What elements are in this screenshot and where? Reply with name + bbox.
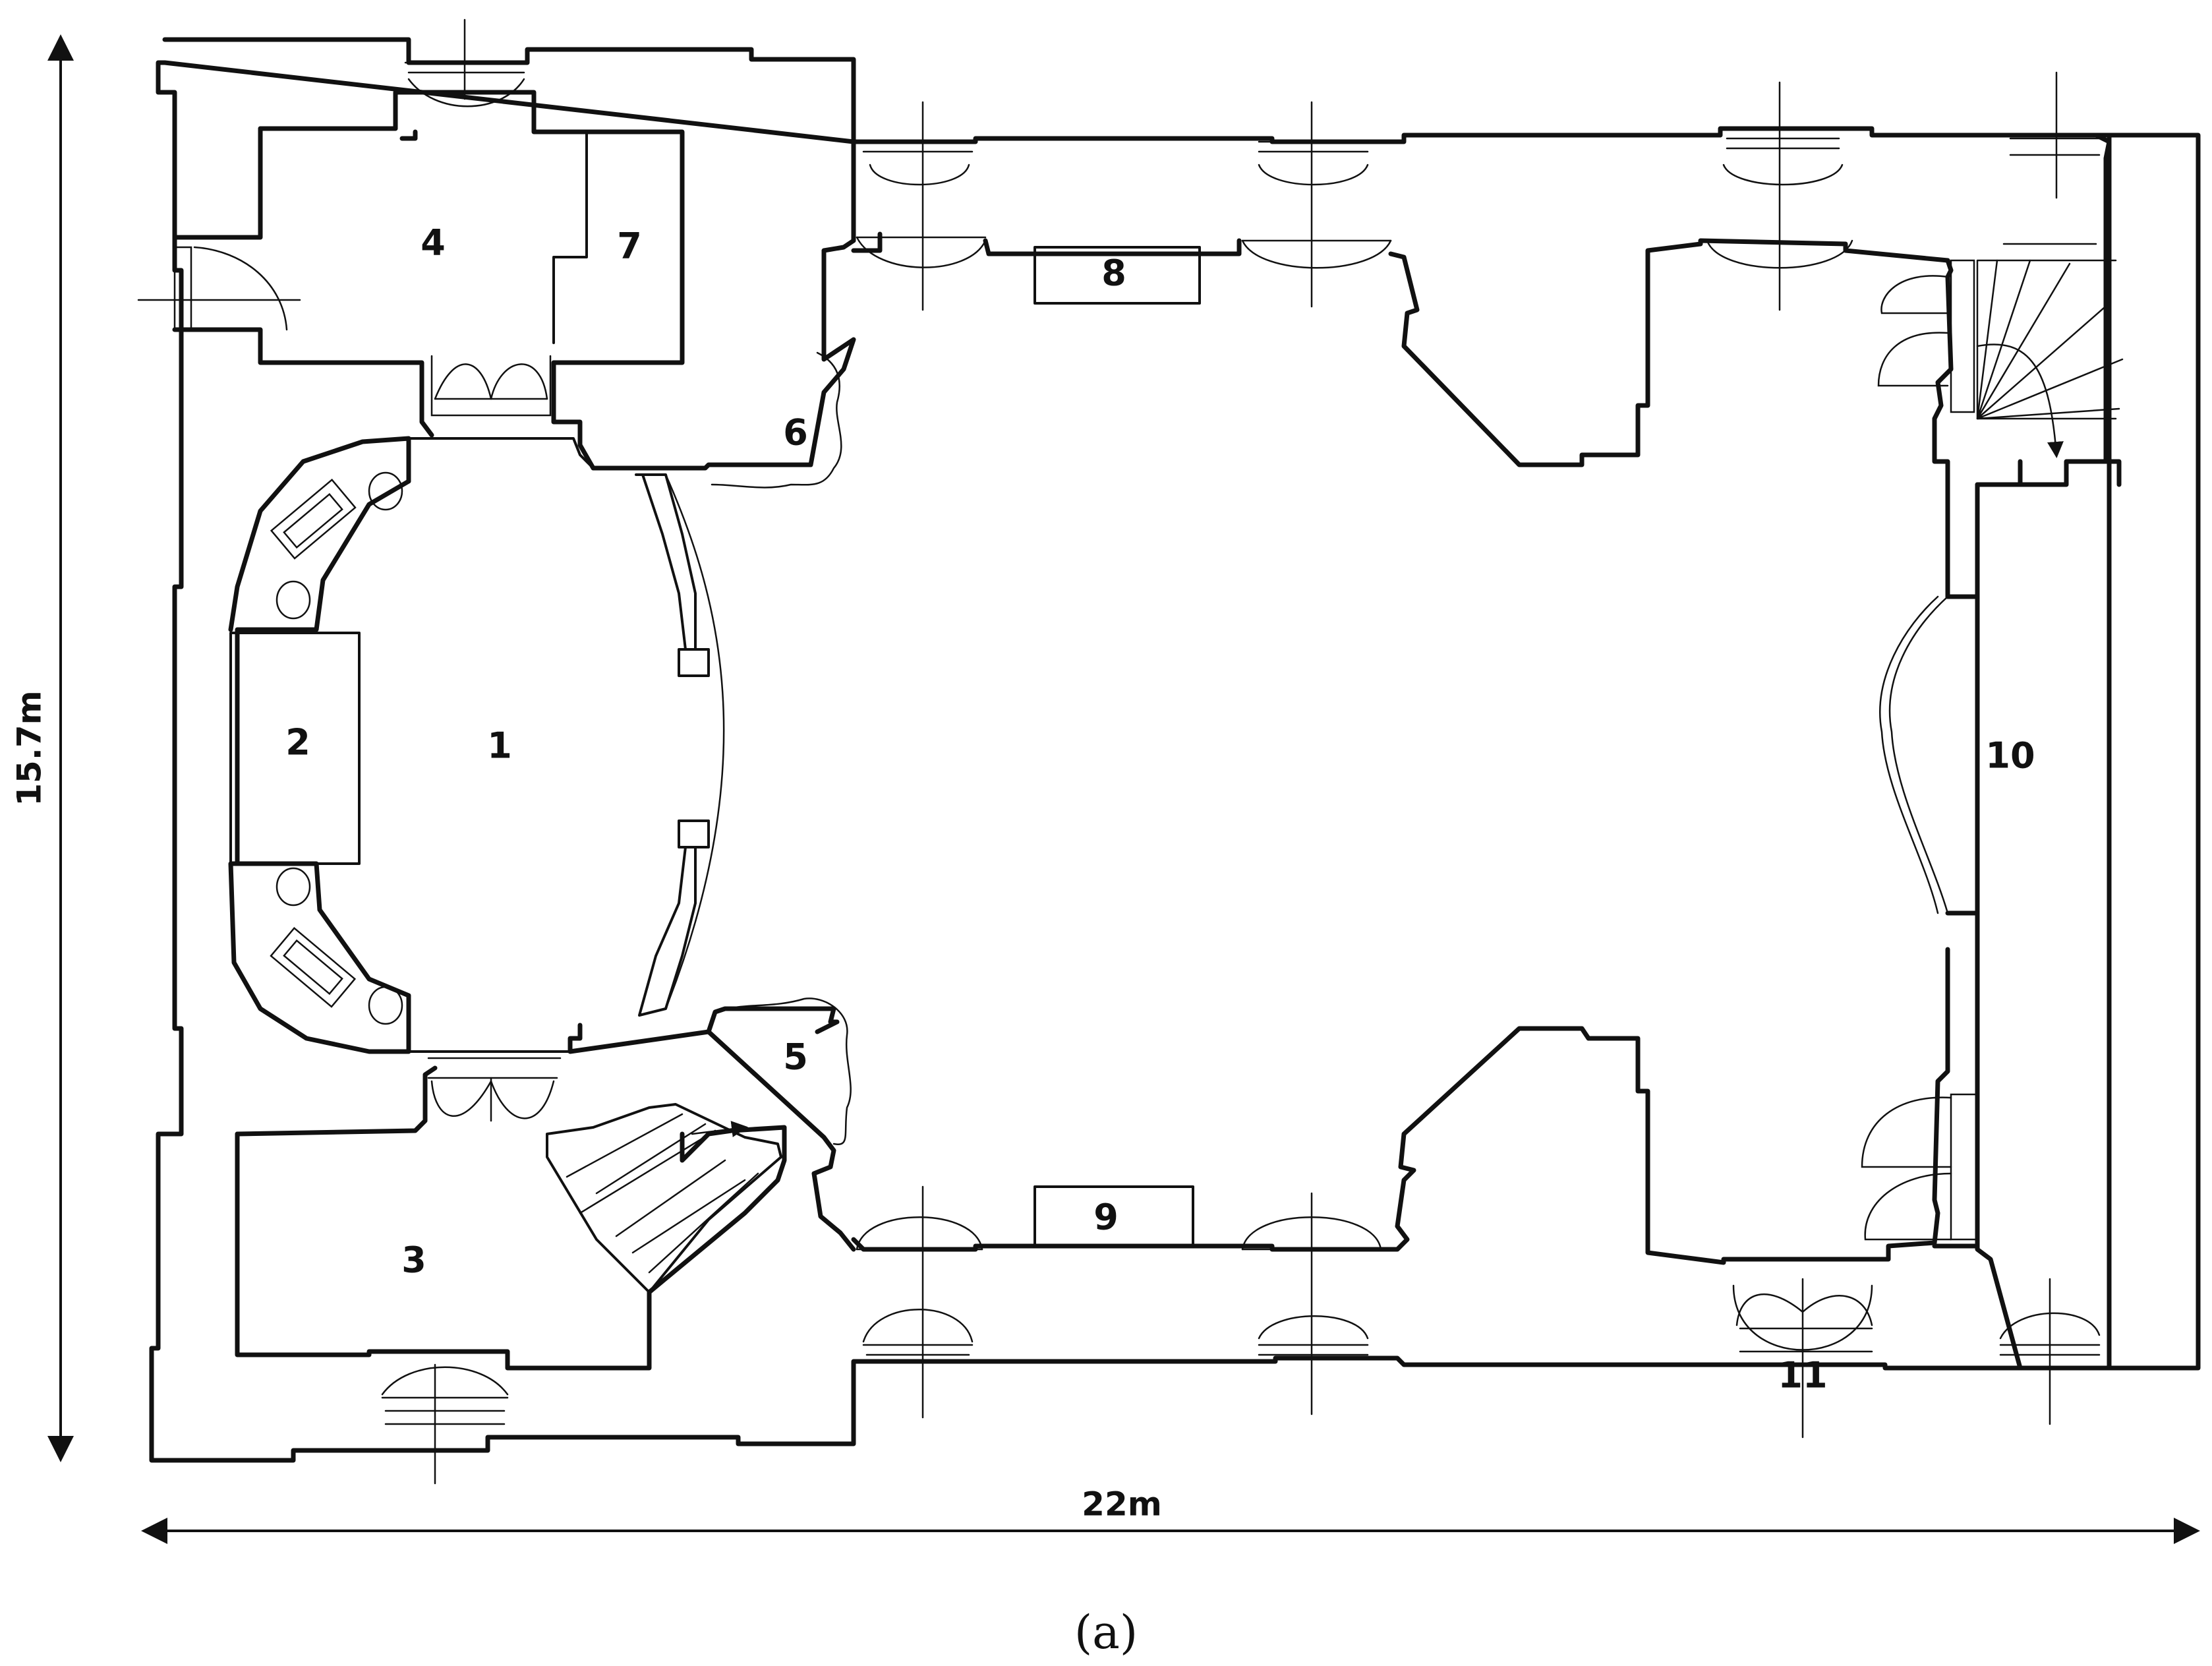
width-dimension-label: 22m xyxy=(1082,1485,1162,1524)
room-labels: 1 2 3 4 5 6 7 8 9 10 11 xyxy=(285,222,2035,1396)
room-1-apse xyxy=(228,436,725,1054)
room-label-9: 9 xyxy=(1093,1197,1119,1238)
room-label-7: 7 xyxy=(617,225,642,267)
room-label-6: 6 xyxy=(783,412,808,454)
dimension-lines: 15.7m 22m xyxy=(11,34,2200,1544)
room-label-10: 10 xyxy=(1985,735,2035,777)
outer-walls xyxy=(149,37,2201,1463)
room-label-8: 8 xyxy=(1101,253,1126,294)
room-label-3: 3 xyxy=(401,1239,426,1281)
room-label-4: 4 xyxy=(421,222,446,264)
height-dimension-label: 15.7m xyxy=(11,690,49,806)
room-label-5: 5 xyxy=(783,1036,808,1078)
figure-caption: (a) xyxy=(1074,1605,1138,1659)
room-label-11: 11 xyxy=(1778,1355,1827,1396)
room-label-2: 2 xyxy=(285,722,310,763)
room-label-1: 1 xyxy=(487,725,512,767)
doors-windows xyxy=(137,18,2124,1485)
